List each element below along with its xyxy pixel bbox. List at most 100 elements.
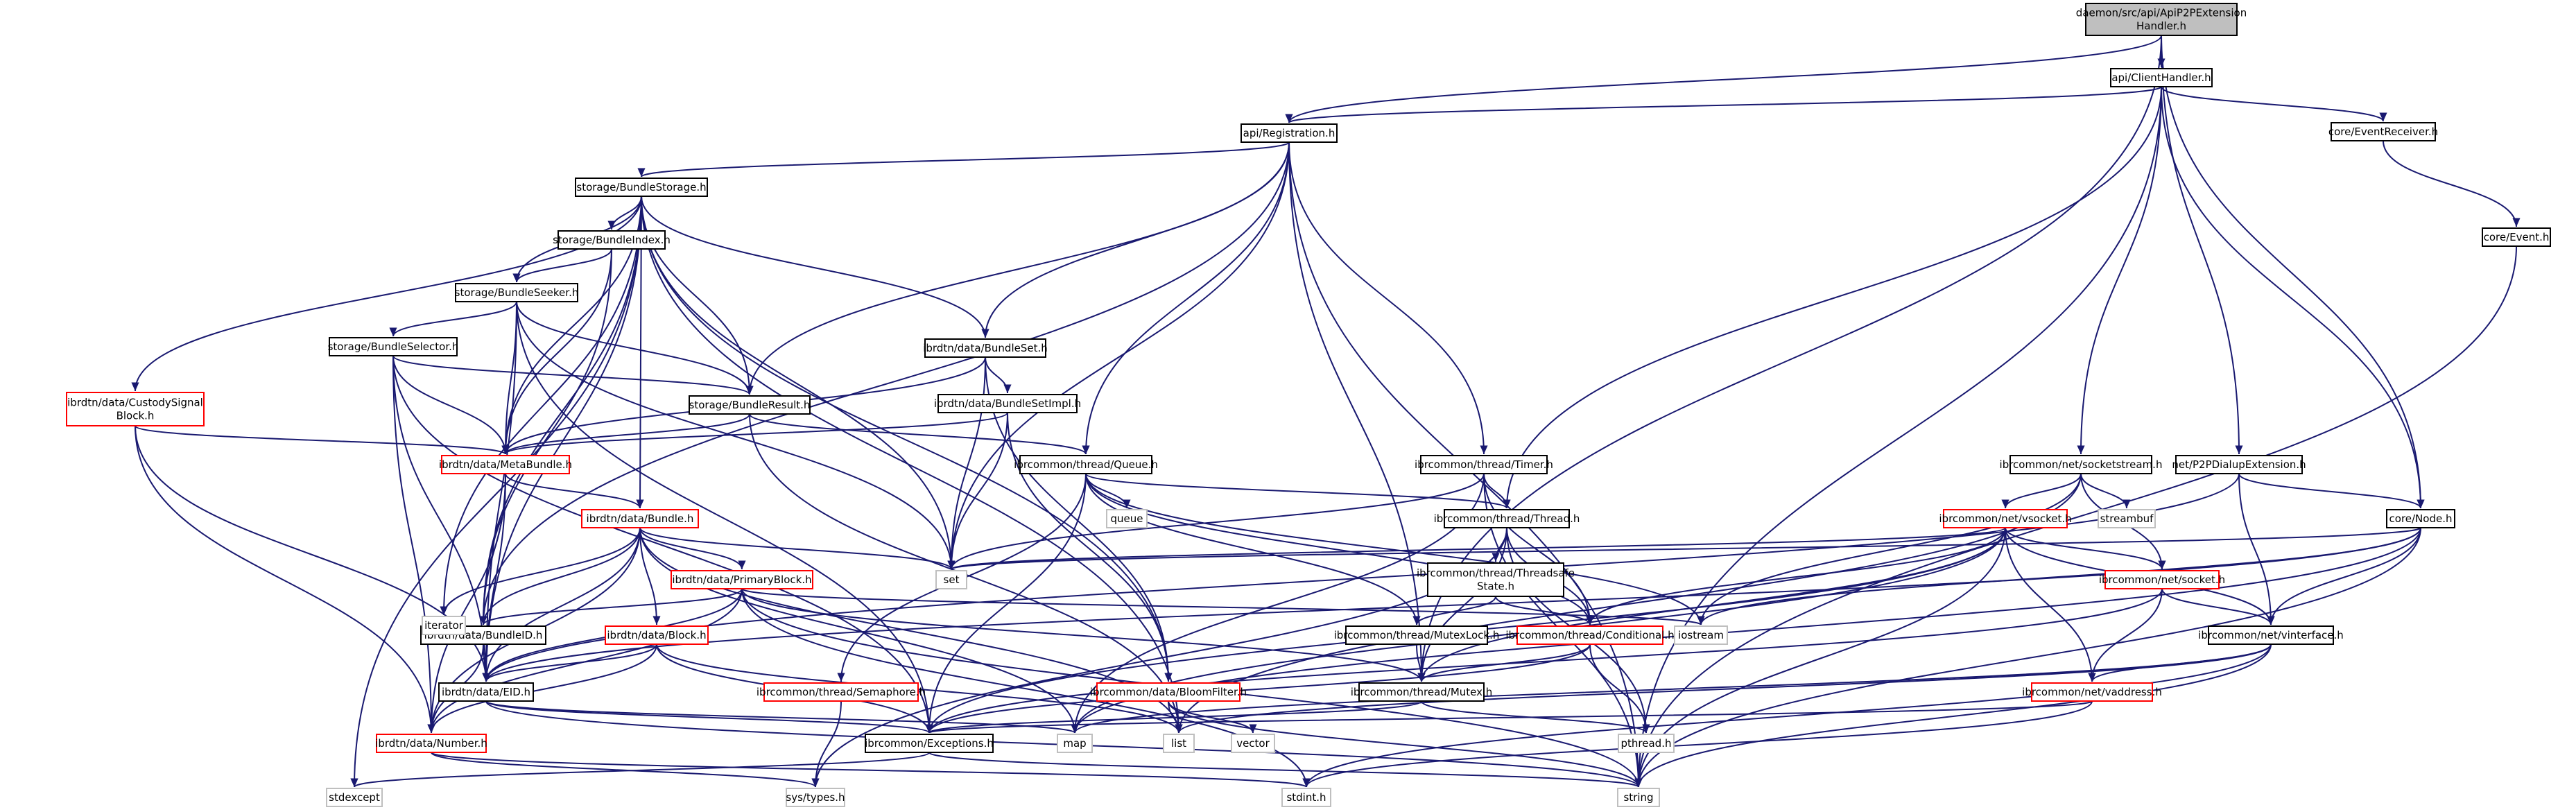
graph-node[interactable]: ibrcommon/net/vinterface.h [2198,625,2344,645]
graph-node[interactable]: ibrdtn/data/PrimaryBlock.h [671,570,813,589]
edge-n36-n39 [1697,527,2421,625]
edge-n17-n46 [431,752,1310,788]
edge-n32-n18 [925,588,2163,734]
edge-n25-n27 [1495,596,1594,625]
node-label: core/Node.h [2389,512,2453,525]
graph-node[interactable]: sys/types.h [786,788,845,807]
graph-node[interactable]: ibrcommon/thread/Conditional.h [1505,625,1675,645]
node-box [575,178,708,197]
graph-node[interactable]: stdint.h [1281,788,1331,807]
graph-node[interactable]: storage/BundleStorage.h [575,178,708,197]
node-box [1674,625,1728,645]
graph-node[interactable]: ibrcommon/data/BloomFilter.h [1090,682,1247,702]
graph-node[interactable]: ibrcommon/Exceptions.h [865,734,994,753]
node-box [1618,734,1675,753]
edge-n7-n9 [516,301,754,395]
node-label: Block.h [116,410,155,422]
node-box [1617,788,1660,807]
graph-node[interactable]: net/P2PDialupExtension.h [2172,455,2306,474]
node-box [438,682,534,702]
graph-node[interactable]: ibrdtn/data/MetaBundle.h [439,455,572,474]
edge-n33-n45 [1634,643,2272,788]
graph-node[interactable]: ibrdtn/data/Block.h [605,625,709,645]
graph-node[interactable]: api/ClientHandler.h [2110,68,2213,87]
graph-node[interactable]: streambuf [2098,509,2156,528]
node-label: ibrdtn/data/BundleSetImpl.h [934,397,1081,410]
graph-node[interactable]: ibrcommon/net/socketstream.h [2000,455,2163,474]
graph-node[interactable]: storage/BundleResult.h [689,395,811,415]
edge-n12-n40 [639,527,1079,734]
edge-n29-n45 [1168,700,1643,788]
edge-n5-n48 [350,196,642,788]
graph-node[interactable]: map [1057,734,1093,753]
edge-n12-n13 [639,527,746,570]
edge-n9-n11 [501,413,750,455]
edge-n22-n18 [925,473,1087,734]
graph-node[interactable]: ibrcommon/net/socket.h [2099,570,2225,589]
graph-node[interactable]: ibrcommon/thread/MutexLock.h [1334,625,1500,645]
graph-node[interactable]: ibrcommon/thread/Queue.h [1014,455,1158,474]
graph-node[interactable]: iostream [1674,625,1728,645]
node-box [329,337,458,356]
edge-n1-n36 [2161,86,2425,509]
node-label: sys/types.h [786,791,845,804]
graph-node[interactable]: storage/BundleSelector.h [328,337,459,356]
node-label: map [1063,737,1086,750]
graph-node[interactable]: string [1617,788,1660,807]
graph-node[interactable]: ibrcommon/thread/Semaphore.h [757,682,926,702]
graph-node[interactable]: ibrdtn/data/EID.h [438,682,534,702]
graph-node[interactable]: core/Event.h [2482,227,2551,247]
node-box [1420,455,1548,474]
edge-n5-n16 [482,196,642,682]
edge-n5-n41 [641,196,1183,734]
graph-node[interactable]: list [1163,734,1195,753]
graph-node[interactable]: api/Registration.h [1241,123,1338,143]
graph-node[interactable]: ibrcommon/thread/Timer.h [1415,455,1553,474]
node-label: ibrdtn/data/CustodySignal [67,397,203,409]
graph-node[interactable]: vector [1231,734,1275,753]
graph-node[interactable]: ibrcommon/net/vsocket.h [1939,509,2072,528]
node-box [1427,562,1564,597]
edge-n5-n20 [641,196,989,338]
graph-node[interactable]: pthread.h [1618,734,1675,753]
node-box [1106,509,1148,528]
edge-n0-n36 [2161,35,2425,509]
edge-n5-n9 [641,196,754,395]
graph-node[interactable]: core/EventReceiver.h [2328,122,2438,141]
node-label: ibrdtn/data/Bundle.h [587,512,694,525]
graph-node[interactable]: ibrdtn/data/Number.h [375,734,487,753]
node-label: ibrcommon/Exceptions.h [865,737,994,750]
node-box [2208,625,2334,645]
graph-node[interactable]: storage/BundleSeeker.h [455,283,579,302]
graph-node[interactable]: storage/BundleIndex.h [553,230,671,250]
node-label: stdexcept [329,791,380,804]
node-label: storage/BundleStorage.h [576,181,706,193]
graph-node[interactable]: ibrcommon/thread/Thread.h [1434,509,1580,528]
graph-node[interactable]: core/Node.h [2386,509,2455,528]
node-box [1231,734,1275,753]
node-label: core/EventReceiver.h [2328,126,2438,138]
node-box [455,283,578,302]
graph-node[interactable]: stdexcept [326,788,383,807]
graph-node[interactable]: set [935,570,967,589]
edge-n2-n37 [947,141,1290,570]
node-label: vector [1236,737,1270,750]
edge-n34-n18 [926,700,2093,734]
graph-node[interactable]: ibrcommon/thread/Mutex.h [1351,682,1493,702]
graph-node[interactable]: ibrdtn/data/BundleSet.h [923,338,1048,358]
graph-node[interactable]: ibrcommon/net/vaddress.h [2022,682,2162,702]
graph-node[interactable]: queue [1106,509,1148,528]
node-box [2031,682,2153,702]
edge-n36-n33 [2267,527,2421,625]
graph-node[interactable]: ibrdtn/data/Bundle.h [581,509,699,528]
graph-node[interactable]: iterator [422,616,466,635]
graph-node[interactable]: ibrdtn/data/BundleSetImpl.h [934,394,1081,413]
edge-n2-n22 [1082,141,1290,455]
edge-n21-n29 [1007,412,1173,682]
node-box [1096,682,1241,702]
edge-n2-n23 [1288,141,1488,455]
node-label: api/ClientHandler.h [2111,71,2211,84]
